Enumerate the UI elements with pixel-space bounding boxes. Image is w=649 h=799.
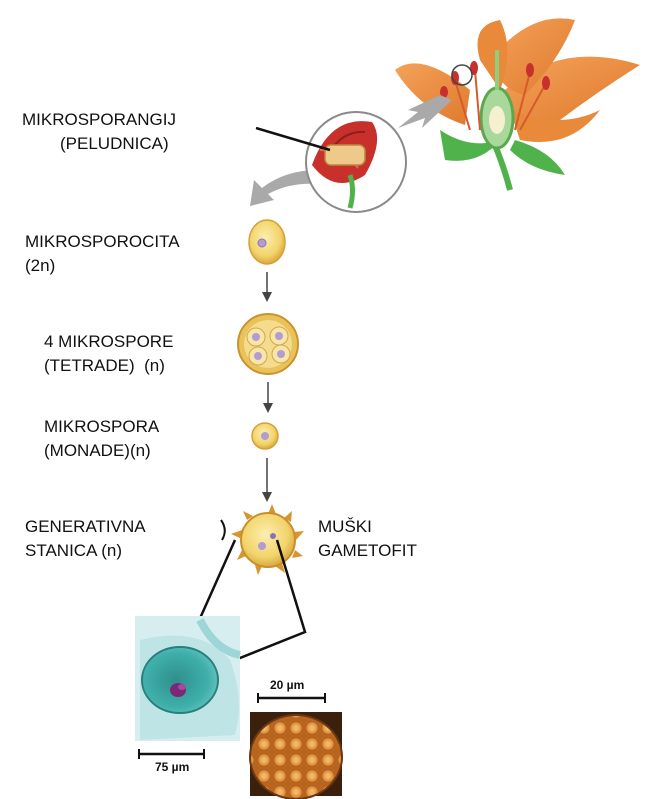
lily-flower xyxy=(395,18,640,191)
scale-label-20um: 20 µm xyxy=(270,678,305,692)
arrow-down-1 xyxy=(262,272,272,302)
label-mikrospore-line2: (TETRADE) (n) xyxy=(44,356,165,375)
pointer-line-anther xyxy=(255,126,331,152)
label-mikrospore: 4 MIKROSPORE (TETRADE) (n) xyxy=(44,330,173,378)
scale-bar-75 xyxy=(138,749,205,759)
arrow-down-3 xyxy=(262,458,272,502)
label-gametofit-line2: GAMETOFIT xyxy=(318,541,417,560)
male-gametophyte-cell xyxy=(220,504,304,575)
scale-bar-20 xyxy=(257,693,326,703)
scale-label-75um: 75 µm xyxy=(155,760,190,774)
label-mikrosporocita: MIKROSPOROCITA (2n) xyxy=(25,230,180,278)
monad-cell xyxy=(251,422,279,450)
anther-inset xyxy=(305,111,407,213)
label-mikrosporangij-line1: MIKROSPORANGIJ xyxy=(22,110,176,129)
label-mikrosporocita-line2: (2n) xyxy=(25,256,56,275)
label-muski-gametofit: MUŠKI GAMETOFIT xyxy=(318,515,417,563)
pointer-line-sem xyxy=(209,539,307,672)
label-mikrospore-line1: 4 MIKROSPORE xyxy=(44,332,174,351)
label-mikrospora: MIKROSPORA (MONADE)(n) xyxy=(44,415,159,463)
label-mikrosporangij-line2: (PELUDNICA) xyxy=(60,134,169,153)
label-mikrosporocita-line1: MIKROSPOROCITA xyxy=(25,232,180,251)
arrow-anther-to-cell xyxy=(250,170,318,206)
tetrad-cell xyxy=(237,313,299,375)
label-mikrospora-line2: (MONADE)(n) xyxy=(44,441,151,460)
sem-image xyxy=(249,712,343,799)
microsporocyte-cell xyxy=(248,219,286,265)
light-micrograph-image xyxy=(135,616,241,741)
arrow-flower-to-anther xyxy=(398,95,452,128)
label-mikrosporangij: MIKROSPORANGIJ (PELUDNICA) xyxy=(22,108,176,156)
label-gametofit-line1: MUŠKI xyxy=(318,517,372,536)
label-generativna-line1: GENERATIVNA xyxy=(25,517,146,536)
label-generativna-line2: STANICA (n) xyxy=(25,541,122,560)
label-generativna-stanica: GENERATIVNA STANICA (n) xyxy=(25,515,146,563)
label-mikrospora-line1: MIKROSPORA xyxy=(44,417,160,436)
arrow-down-2 xyxy=(263,382,273,413)
